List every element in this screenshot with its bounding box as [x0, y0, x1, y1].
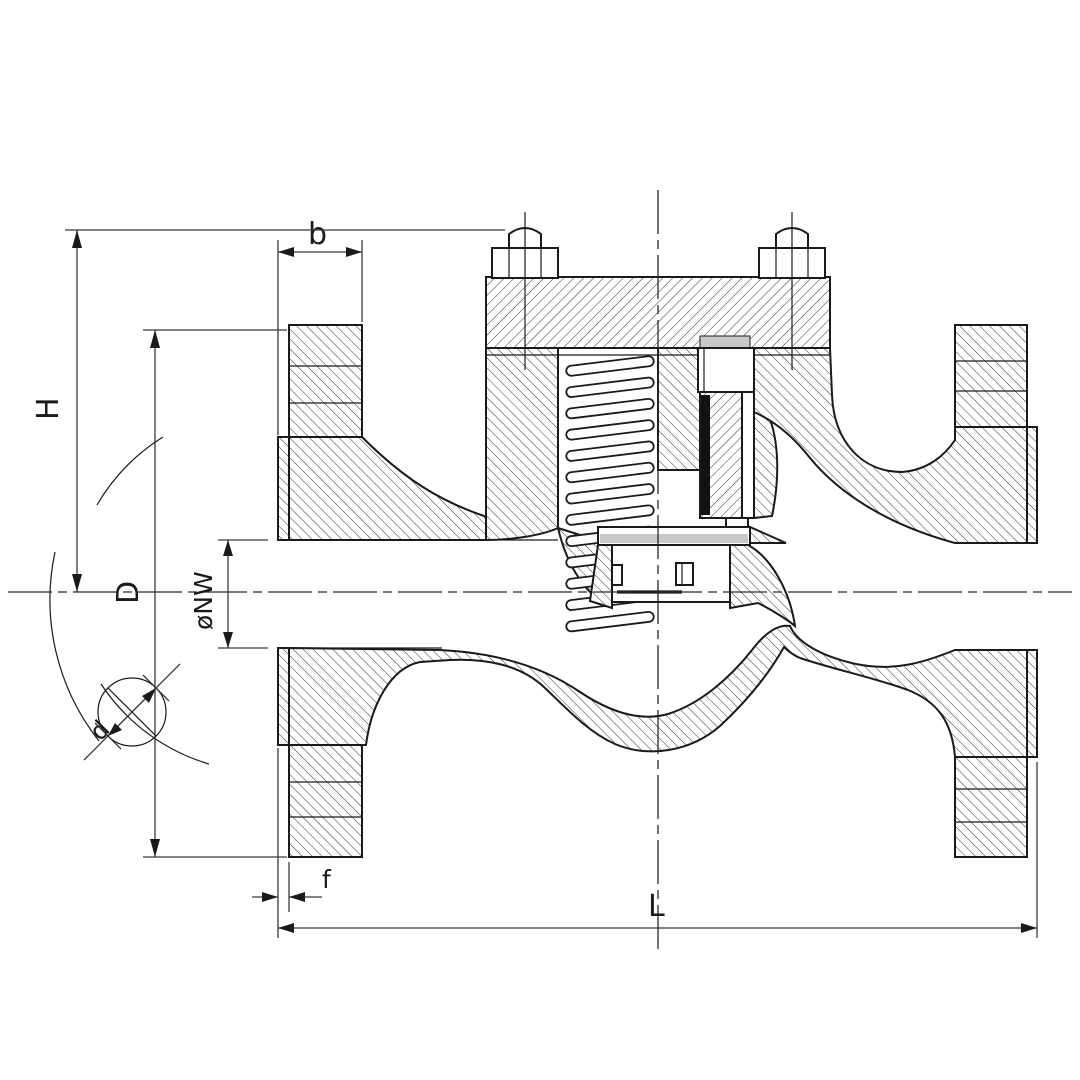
valve-disc [588, 526, 751, 610]
label-length: L [648, 889, 665, 924]
center-column [657, 347, 701, 471]
spring-turn [565, 440, 655, 462]
bolt-circle-arc [100, 683, 210, 765]
dim-flange-od: D [111, 329, 287, 858]
disc-stem [701, 395, 710, 515]
label-flange-od: D [111, 581, 146, 604]
bonnet-bolt-left [491, 212, 559, 370]
gasket-circle-arc [49, 551, 100, 742]
dim-raised-face: f [252, 748, 332, 938]
label-bolt-hole: d [84, 715, 116, 747]
spring-turn [565, 376, 655, 398]
spring-turn [565, 504, 655, 526]
body-bottom-wall [288, 624, 1028, 758]
right-flange [954, 324, 1038, 858]
bonnet-bolt-right [758, 212, 826, 370]
spring-turn [565, 419, 655, 441]
bonnet-recess [699, 335, 751, 349]
disc-guide [697, 347, 755, 529]
bolt-circle: d [49, 436, 210, 765]
spring-turn [565, 397, 655, 420]
spring-turn [565, 610, 655, 633]
label-raised-face: f [322, 865, 332, 894]
spring-turn [565, 461, 655, 484]
dim-length: L [278, 762, 1038, 938]
seat-right [729, 544, 797, 629]
left-upper-hub [288, 436, 487, 541]
spring-turn [565, 355, 655, 377]
disc-gasket [600, 534, 748, 543]
dim-flange-thickness: b [277, 217, 363, 435]
label-nominal-bore: øNW [189, 571, 218, 630]
label-height: H [31, 397, 66, 420]
left-flange [277, 324, 363, 858]
dim-height: H [31, 229, 505, 592]
neck-left-wall [485, 347, 559, 542]
spring-turn [565, 483, 655, 505]
label-flange-thickness: b [308, 217, 327, 252]
dim-nominal-bore: øNW [189, 539, 268, 649]
bolt-circle-arc [96, 436, 164, 506]
seat-right-upper [749, 525, 787, 544]
